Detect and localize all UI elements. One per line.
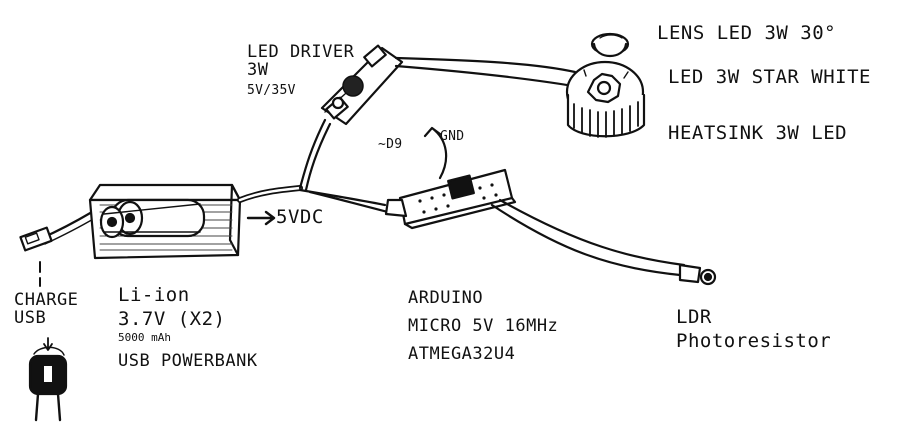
arduino-line-3: ATMEGA32U4 [408, 343, 516, 364]
arduino-cable-b [308, 190, 390, 214]
ldr-cable-b [498, 198, 686, 267]
charge-usb-line-1: CHARGE [14, 290, 79, 310]
lens-icon [590, 32, 630, 58]
5vdc-arrow [246, 210, 276, 226]
heatsink-label: HEATSINK 3W LED [668, 122, 848, 144]
arduino-line-1: ARDUINO [408, 288, 484, 308]
powerbank-line-1: Li-ion [118, 284, 190, 306]
usb-plug-icon [19, 226, 53, 252]
led-driver-icon [320, 44, 404, 126]
led-heatsink-icon [565, 60, 646, 138]
d9-label: ~D9 [378, 137, 403, 152]
led-star-label: LED 3W STAR WHITE [668, 66, 871, 88]
arduino-label: ARDUINO MICRO 5V 16MHz ATMEGA32U4 [408, 288, 559, 364]
battery-pack-icon [88, 183, 242, 260]
driver-label-line-2: 3W [247, 59, 269, 80]
ldr-line-2: Photoresistor [676, 329, 832, 352]
powerbank-label: Li-ion 3.7V (X2) 5000 mAh USB POWERBANK [118, 284, 258, 372]
arduino-board-icon [384, 168, 517, 230]
powerbank-line-3: 5000 mAh [118, 330, 171, 344]
gnd-wire [423, 126, 448, 180]
led-cable-a [394, 56, 577, 74]
gnd-label: GND [440, 129, 465, 144]
powerbank-line-4: USB POWERBANK [118, 351, 258, 372]
lens-label: LENS LED 3W 30° [657, 22, 837, 44]
ldr-label: LDR Photoresistor [676, 306, 832, 352]
driver-label: LED DRIVER 3W 5V/35V [247, 42, 355, 98]
driver-label-line-1: LED DRIVER [247, 42, 355, 62]
driver-cable [298, 118, 327, 190]
charge-usb-label: CHARGE USB [14, 290, 79, 328]
powerbank-line-2: 3.7V (X2) [118, 307, 226, 330]
charge-usb-line-2: USB [14, 307, 47, 328]
wall-charger-icon [28, 337, 68, 422]
arduino-line-2: MICRO 5V 16MHz [408, 315, 559, 336]
ldr-icon [678, 263, 717, 286]
5vdc-label: 5VDC [276, 206, 324, 228]
arduino-cable-a [298, 188, 387, 207]
ldr-cable-a [490, 203, 682, 277]
ldr-line-1: LDR [676, 306, 712, 328]
driver-label-line-3: 5V/35V [247, 82, 296, 98]
